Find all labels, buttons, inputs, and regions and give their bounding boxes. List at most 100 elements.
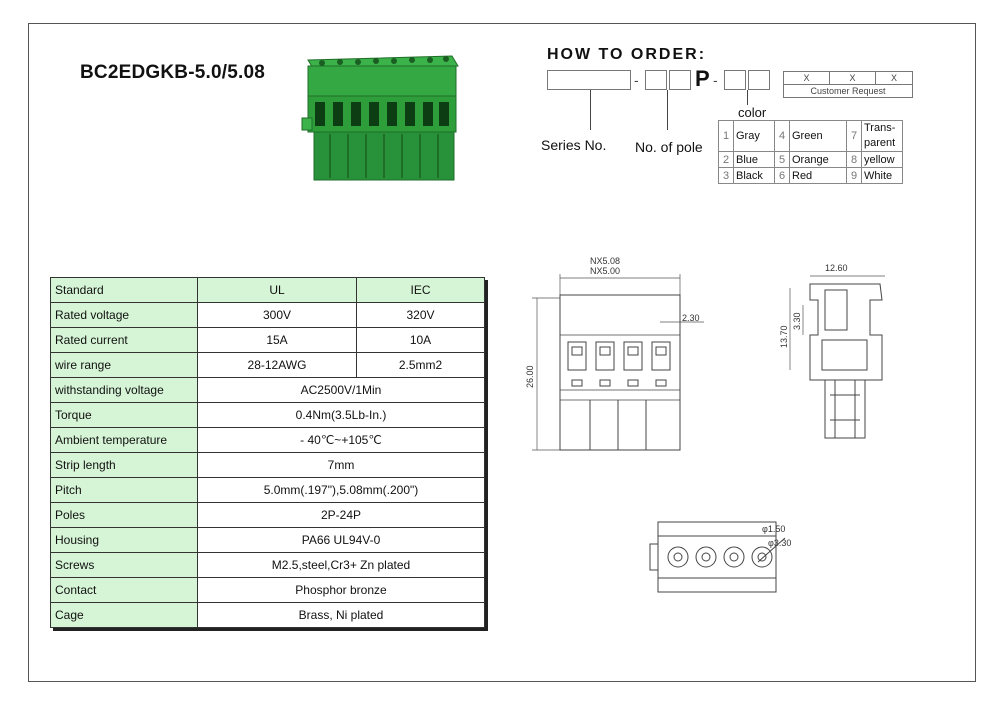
spec-label: Contact	[50, 577, 198, 603]
color-name: Red	[789, 167, 847, 184]
color-box-2	[748, 70, 770, 90]
spec-label: withstanding voltage	[50, 377, 198, 403]
how-to-order-title: HOW TO ORDER:	[547, 46, 707, 63]
spec-row: Rated voltage 300V 320V	[50, 302, 485, 328]
page-frame	[28, 23, 976, 682]
order-dash: -	[634, 72, 639, 88]
color-code: 9	[846, 167, 862, 184]
pole-box-1	[645, 70, 667, 90]
spec-label: Rated current	[50, 327, 198, 353]
spec-value: 0.4Nm(3.5Lb-In.)	[197, 402, 485, 428]
bottom-view-drawing: φ1.50 φ3.30	[649, 521, 791, 593]
color-code: 3	[718, 167, 734, 184]
customer-request-label: Customer Request	[783, 84, 913, 98]
color-label: color	[738, 105, 767, 120]
spec-iec-value: 10A	[356, 327, 485, 353]
customer-request-table: X X X Customer Request	[783, 71, 913, 98]
spec-value: PA66 UL94V-0	[197, 527, 485, 553]
dim-230: 2.30	[682, 313, 700, 323]
spec-label: Pitch	[50, 477, 198, 503]
spec-ul-value: 28-12AWG	[197, 352, 357, 378]
color-name: Black	[733, 167, 775, 184]
dim-2600: 26.00	[525, 365, 535, 388]
spec-row: Ambient temperature- 40℃~+105℃	[50, 427, 485, 453]
spec-value: Phosphor bronze	[197, 577, 485, 603]
spec-iec-value: 320V	[356, 302, 485, 328]
color-name: yellow	[861, 151, 903, 168]
spec-label: Standard	[50, 277, 198, 303]
color-code: 1	[718, 120, 734, 152]
connector-image	[301, 55, 459, 181]
spec-label: Rated voltage	[50, 302, 198, 328]
series-leader-line	[590, 90, 591, 130]
spec-value: - 40℃~+105℃	[197, 427, 485, 453]
x-mark: X	[829, 71, 876, 85]
color-name: White	[861, 167, 903, 184]
spec-value: M2.5,steel,Cr3+ Zn plated	[197, 552, 485, 578]
spec-ul-value: 15A	[197, 327, 357, 353]
spec-iec-header: IEC	[356, 277, 485, 303]
color-code: 7	[846, 120, 862, 152]
color-name: Orange	[789, 151, 847, 168]
color-code-table: 1 Gray 4 Green 7 Trans- parent 2 Blue 5 …	[718, 120, 903, 184]
color-code: 5	[774, 151, 790, 168]
x-mark: X	[783, 71, 830, 85]
front-view-drawing: NX5.08 NX5.00 2.30 26.00	[525, 256, 704, 451]
color-leader-line	[747, 90, 748, 105]
spec-value: Brass, Ni plated	[197, 602, 485, 628]
pole-leader-line	[667, 90, 668, 130]
spec-label: Housing	[50, 527, 198, 553]
spec-table: Standard UL IEC Rated voltage 300V 320V …	[50, 277, 485, 628]
spec-value: 7mm	[197, 452, 485, 478]
color-name: Trans- parent	[861, 120, 903, 152]
color-code: 2	[718, 151, 734, 168]
order-dash-2: -	[713, 72, 718, 88]
no-of-pole-label: No. of pole	[635, 139, 703, 155]
order-p-letter: P	[695, 66, 710, 91]
series-box	[547, 70, 631, 90]
spec-iec-value: 2.5mm2	[356, 352, 485, 378]
spec-label: Screws	[50, 552, 198, 578]
color-code: 8	[846, 151, 862, 168]
spec-label: Poles	[50, 502, 198, 528]
color-code: 6	[774, 167, 790, 184]
pole-box-2	[669, 70, 691, 90]
spec-ul-header: UL	[197, 277, 357, 303]
dim-nx500: NX5.00	[590, 266, 620, 276]
spec-label: Strip length	[50, 452, 198, 478]
spec-value: 5.0mm(.197"),5.08mm(.200")	[197, 477, 485, 503]
color-name: Green	[789, 120, 847, 152]
spec-value: 2P-24P	[197, 502, 485, 528]
color-code: 4	[774, 120, 790, 152]
color-name: Blue	[733, 151, 775, 168]
spec-label: wire range	[50, 352, 198, 378]
spec-ul-value: 300V	[197, 302, 357, 328]
spec-header-row: Standard UL IEC	[50, 277, 485, 303]
dim-nx508: NX5.08	[590, 256, 620, 266]
spec-row: wire range 28-12AWG 2.5mm2	[50, 352, 485, 378]
dim-phi150: φ1.50	[762, 524, 785, 534]
spec-label: Torque	[50, 402, 198, 428]
x-mark: X	[875, 71, 913, 85]
spec-label: Cage	[50, 602, 198, 628]
spec-row: Rated current 15A 10A	[50, 327, 485, 353]
series-no-label: Series No.	[541, 137, 607, 153]
color-name: Gray	[733, 120, 775, 152]
model-title: BC2EDGKB-5.0/5.08	[80, 62, 266, 83]
color-box-1	[724, 70, 746, 90]
dim-330: 3.30	[792, 312, 802, 330]
side-view-drawing: 12.60 13.70 3.30	[779, 263, 885, 439]
dim-1370: 13.70	[779, 325, 789, 348]
spec-label: Ambient temperature	[50, 427, 198, 453]
spec-value: AC2500V/1Min	[197, 377, 485, 403]
dim-1260: 12.60	[825, 263, 848, 273]
